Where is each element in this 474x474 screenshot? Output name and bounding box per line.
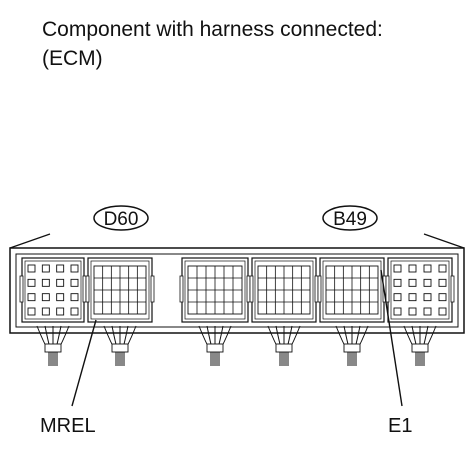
connector-block-inner-frame [184,260,246,320]
connector-block-inner-frame [90,260,150,320]
connector-block-2 [85,257,155,323]
connector-latch [385,275,390,303]
terminal-cavity [56,307,65,316]
wire-bundle-6 [403,325,437,366]
connector-latch [19,275,24,303]
leader-line-mrel [71,319,97,407]
perspective-line-left [9,233,51,249]
terminal-cavity [27,264,36,273]
perspective-line-right [423,233,465,249]
terminal-cavity [438,278,447,287]
terminal-cavity [41,278,50,287]
terminal-cavity [70,307,79,316]
connector-label-b49: B49 [333,209,367,230]
terminal-cavity [27,278,36,287]
diagram-title-line2: (ECM) [42,47,103,70]
terminal-label-e1: E1 [388,415,412,437]
terminal-cavity [408,293,417,302]
terminal-cavity [41,264,50,273]
terminal-cavity [438,293,447,302]
connector-block-3 [179,257,251,323]
connector-block-5 [317,257,387,323]
wire-clamp [206,343,224,353]
connector-latch [314,275,319,303]
terminal-cavity [393,293,402,302]
connector-block-inner-frame [254,260,314,320]
wire-clamp [275,343,293,353]
wire-bundle-2 [103,325,137,366]
terminal-cavity [27,293,36,302]
terminal-cavity [56,264,65,273]
terminal-cavity [41,293,50,302]
terminal-cavity [70,264,79,273]
terminal-cavity [408,307,417,316]
connector-callout-b49: B49 [322,205,378,231]
terminal-label-mrel: MREL [40,415,96,437]
connector-label-d60: D60 [104,209,139,230]
connector-block-inner-frame [390,260,450,320]
terminal-cavity [438,264,447,273]
diagram-title-line1: Component with harness connected: [42,18,383,41]
terminal-cavity [438,307,447,316]
wire-clamp [44,343,62,353]
wire-bundle-3 [198,325,232,366]
terminal-cavity [423,307,432,316]
terminal-cavity [423,293,432,302]
terminal-cavity [27,307,36,316]
terminal-cavity [393,278,402,287]
wire-bundle-4 [267,325,301,366]
harness-wires [36,325,437,366]
connector-latch [85,275,90,303]
wire-bundle-5 [335,325,369,366]
connector-latch [249,275,254,303]
connector-block-inner-frame [24,260,82,320]
wire-clamp [343,343,361,353]
connector-latch [82,275,87,303]
terminal-cavity [393,264,402,273]
connector-latch [317,275,322,303]
connector-block-inner-frame [322,260,382,320]
connector-latch [179,275,184,303]
terminal-cavity [41,307,50,316]
terminal-cavity [393,307,402,316]
wire-bundle-1 [36,325,70,366]
terminal-cavity [408,264,417,273]
ecm-housing-inner [15,253,459,328]
terminal-cavity [56,293,65,302]
connector-blocks [19,257,455,323]
terminal-cavity [70,278,79,287]
leader-line-e1 [380,269,403,407]
terminal-cavity [56,278,65,287]
terminal-cavity [423,278,432,287]
connector-block-6 [385,257,455,323]
connector-latch [246,275,251,303]
connector-block-1 [19,257,87,323]
terminal-cavity [408,278,417,287]
terminal-cavity [423,264,432,273]
wire-clamp [411,343,429,353]
connector-callout-d60: D60 [93,205,149,231]
terminal-cavity [70,293,79,302]
connector-block-4 [249,257,319,323]
connector-latch [450,275,455,303]
wire-clamp [111,343,129,353]
connector-latch [150,275,155,303]
